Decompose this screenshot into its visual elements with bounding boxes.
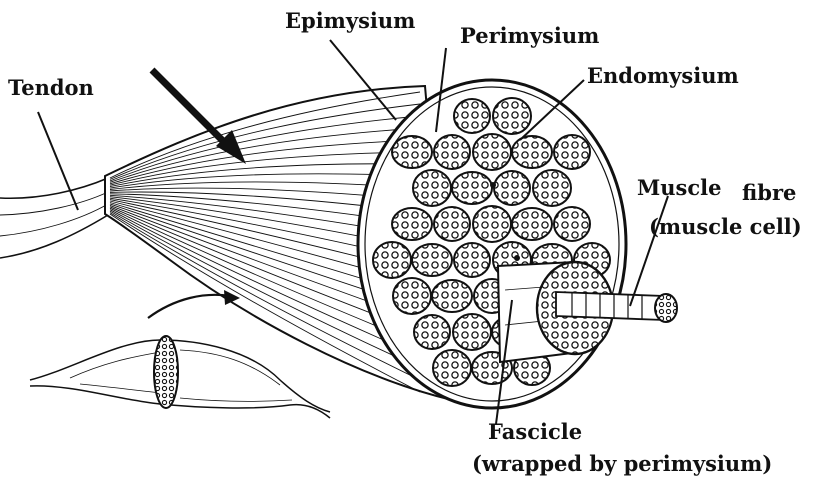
label-endomysium: Endomysium [587,64,739,88]
fascicle-bundle [554,135,590,169]
fascicle-bundle [473,134,511,170]
fascicle-bundle [373,242,411,278]
label-fascicle: Fascicle [488,420,582,444]
fascicle-bundle [473,206,511,242]
fascicle-bundle [533,170,571,206]
fascicle-bundle [413,170,451,206]
muscle-fibre-cylinder [556,292,677,322]
fascicle-bundle [392,208,432,240]
fascicle-bundle [434,207,470,241]
label-tendon: Tendon [8,76,94,100]
label-wrapped-by-perimysium: (wrapped by perimysium) [472,452,772,476]
fascicle-bundle [393,278,431,314]
fascicle-bundle [454,243,490,277]
label-perimysium: Perimysium [460,24,599,48]
tendon-shape [0,178,108,258]
label-fibre: fibre [742,181,796,205]
muscle-cross-section [358,80,626,408]
fascicle-bundle [554,207,590,241]
label-muscle-cell: (muscle cell) [649,215,802,239]
curved-arrow [148,290,240,318]
fascicle-bundle [433,350,471,386]
leader-muscle-fibre [630,196,668,306]
label-epimysium: Epimysium [285,9,415,33]
fascicle-bundle [414,315,450,349]
fascicle-bundle [452,172,492,204]
fascicle-bundle [512,136,552,168]
fascicle-bundle [493,98,531,134]
small-muscle-inset [30,336,330,418]
fascicle-bundle [494,171,530,205]
fascicle-bundle [432,280,472,312]
fascicle-bundle [454,99,490,133]
fascicle-bundle [434,135,470,169]
fascicle-bundle [412,244,452,276]
fascicle-bundle [512,208,552,240]
fascicle-bundle [392,136,432,168]
fascicle-bundle [453,314,491,350]
label-muscle: Muscle [637,176,721,200]
